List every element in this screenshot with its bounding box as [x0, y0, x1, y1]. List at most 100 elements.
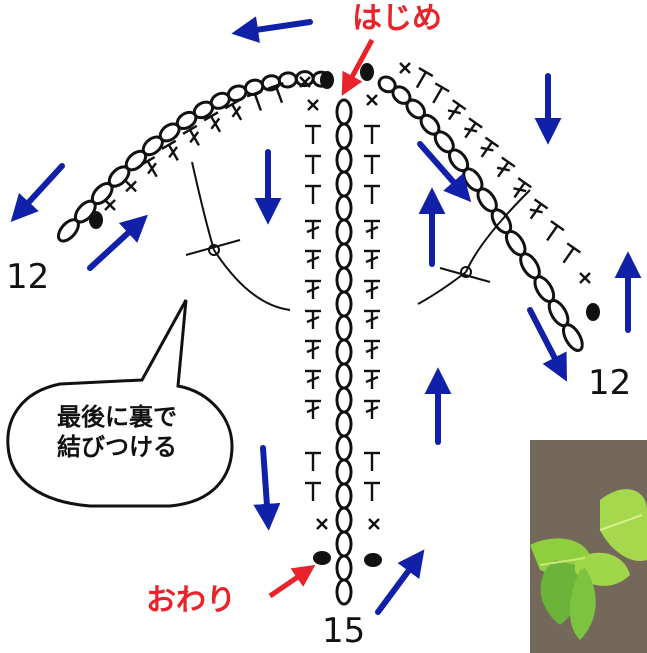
double-crochet-symbol [447, 99, 467, 121]
stitch-slash [210, 117, 221, 130]
stitch-top [267, 81, 284, 90]
double-crochet-symbol [305, 399, 321, 419]
direction-arrow [375, 549, 425, 615]
stitch-top [246, 89, 263, 98]
stitch-x2 [307, 99, 319, 111]
stitch-x2 [125, 180, 137, 193]
stitch-x2 [104, 199, 116, 211]
direction-arrow [87, 214, 148, 271]
half-double-symbol [432, 82, 450, 104]
double-crochet-symbol [513, 177, 532, 199]
half-double-symbol [305, 451, 321, 471]
half-double-symbol [267, 81, 284, 104]
half-double-symbol [364, 481, 380, 501]
red-pointer-arrows [268, 38, 375, 599]
stitch-slash [189, 131, 200, 144]
stitch-symbols [104, 62, 591, 530]
single-crochet-symbol [125, 180, 137, 193]
stitch-slash [231, 105, 242, 118]
left-stitch-count: 12 [6, 257, 50, 297]
stitch-x2 [399, 62, 411, 74]
stitch-slash [496, 166, 511, 172]
chain-stitch [277, 71, 298, 89]
stitch-top [203, 111, 219, 122]
single-crochet-symbol [104, 199, 116, 211]
single-crochet-symbol [368, 518, 380, 530]
chain-stitch [335, 146, 353, 174]
stitch-slash [306, 315, 320, 324]
chain-stitch [335, 266, 353, 294]
double-crochet-symbol [364, 399, 380, 419]
half-double-symbol [364, 451, 380, 471]
double-crochet-symbol [305, 369, 321, 389]
stitch-slash [306, 345, 320, 354]
stitch-x2 [366, 94, 378, 106]
stitch-top [484, 136, 500, 148]
callout-line-2: 結びつける [57, 433, 177, 461]
direction-arrows [10, 16, 642, 615]
half-double-symbol [562, 242, 582, 264]
double-crochet-symbol [364, 339, 380, 359]
stitch-slash [447, 109, 461, 115]
double-crochet-symbol [224, 99, 243, 121]
right-stitch-count: 12 [588, 363, 632, 403]
chain-stitch [335, 122, 353, 150]
stitch-x2 [299, 76, 311, 88]
stitch-stem [432, 86, 444, 104]
stitch-top [224, 99, 240, 110]
stitch-slash [306, 225, 320, 234]
single-crochet-symbol [399, 62, 411, 74]
left-arc-chain [56, 70, 332, 243]
stitch-slash [168, 146, 178, 159]
slip-dot-right-end [586, 303, 600, 321]
stitch-stem [253, 93, 262, 111]
chain-stitch [335, 338, 353, 366]
chain-stitch [335, 410, 353, 438]
end-pointer-arrow [268, 564, 316, 599]
chain-stitch [405, 98, 426, 120]
chain-stitch [335, 290, 353, 318]
start-pointer-arrow [341, 38, 375, 96]
stitch-top [501, 156, 516, 168]
stitch-x2 [368, 518, 380, 530]
single-crochet-symbol [366, 94, 378, 106]
stitch-stem [562, 247, 575, 264]
half-double-symbol [305, 154, 321, 174]
center-chain [335, 98, 353, 606]
chain-stitch [335, 434, 353, 462]
chain-stitch [335, 98, 353, 126]
chain-stitch [335, 530, 353, 558]
stitch-slash [464, 127, 478, 133]
double-crochet-symbol [182, 124, 200, 147]
direction-arrow [253, 445, 281, 531]
chain-stitch [335, 482, 353, 510]
chain-stitch [335, 170, 353, 198]
chain-stitch [377, 75, 397, 94]
half-double-symbol [546, 220, 565, 242]
chain-stitch [335, 194, 353, 222]
half-double-symbol [364, 184, 380, 204]
stitch-slash [365, 225, 379, 234]
stitch-top [468, 117, 483, 129]
slip-dot-bottom-left [313, 551, 331, 565]
double-crochet-symbol [364, 369, 380, 389]
stitch-slash [365, 345, 379, 354]
leaf-photo [530, 440, 647, 653]
direction-arrow [10, 163, 65, 222]
half-double-symbol [305, 184, 321, 204]
chain-stitch [56, 218, 80, 243]
callout-bubble [6, 299, 234, 508]
half-double-symbol [415, 66, 434, 89]
direction-arrow [417, 141, 472, 203]
join-markers [185, 161, 531, 311]
double-crochet-symbol [305, 219, 321, 239]
double-crochet-symbol [364, 279, 380, 299]
stitch-top [566, 242, 582, 254]
chain-stitch [335, 242, 353, 270]
half-double-symbol [364, 124, 380, 144]
single-crochet-symbol [307, 99, 319, 111]
chain-stitch [391, 85, 412, 105]
stitch-stem [415, 71, 427, 89]
double-crochet-symbol [305, 279, 321, 299]
